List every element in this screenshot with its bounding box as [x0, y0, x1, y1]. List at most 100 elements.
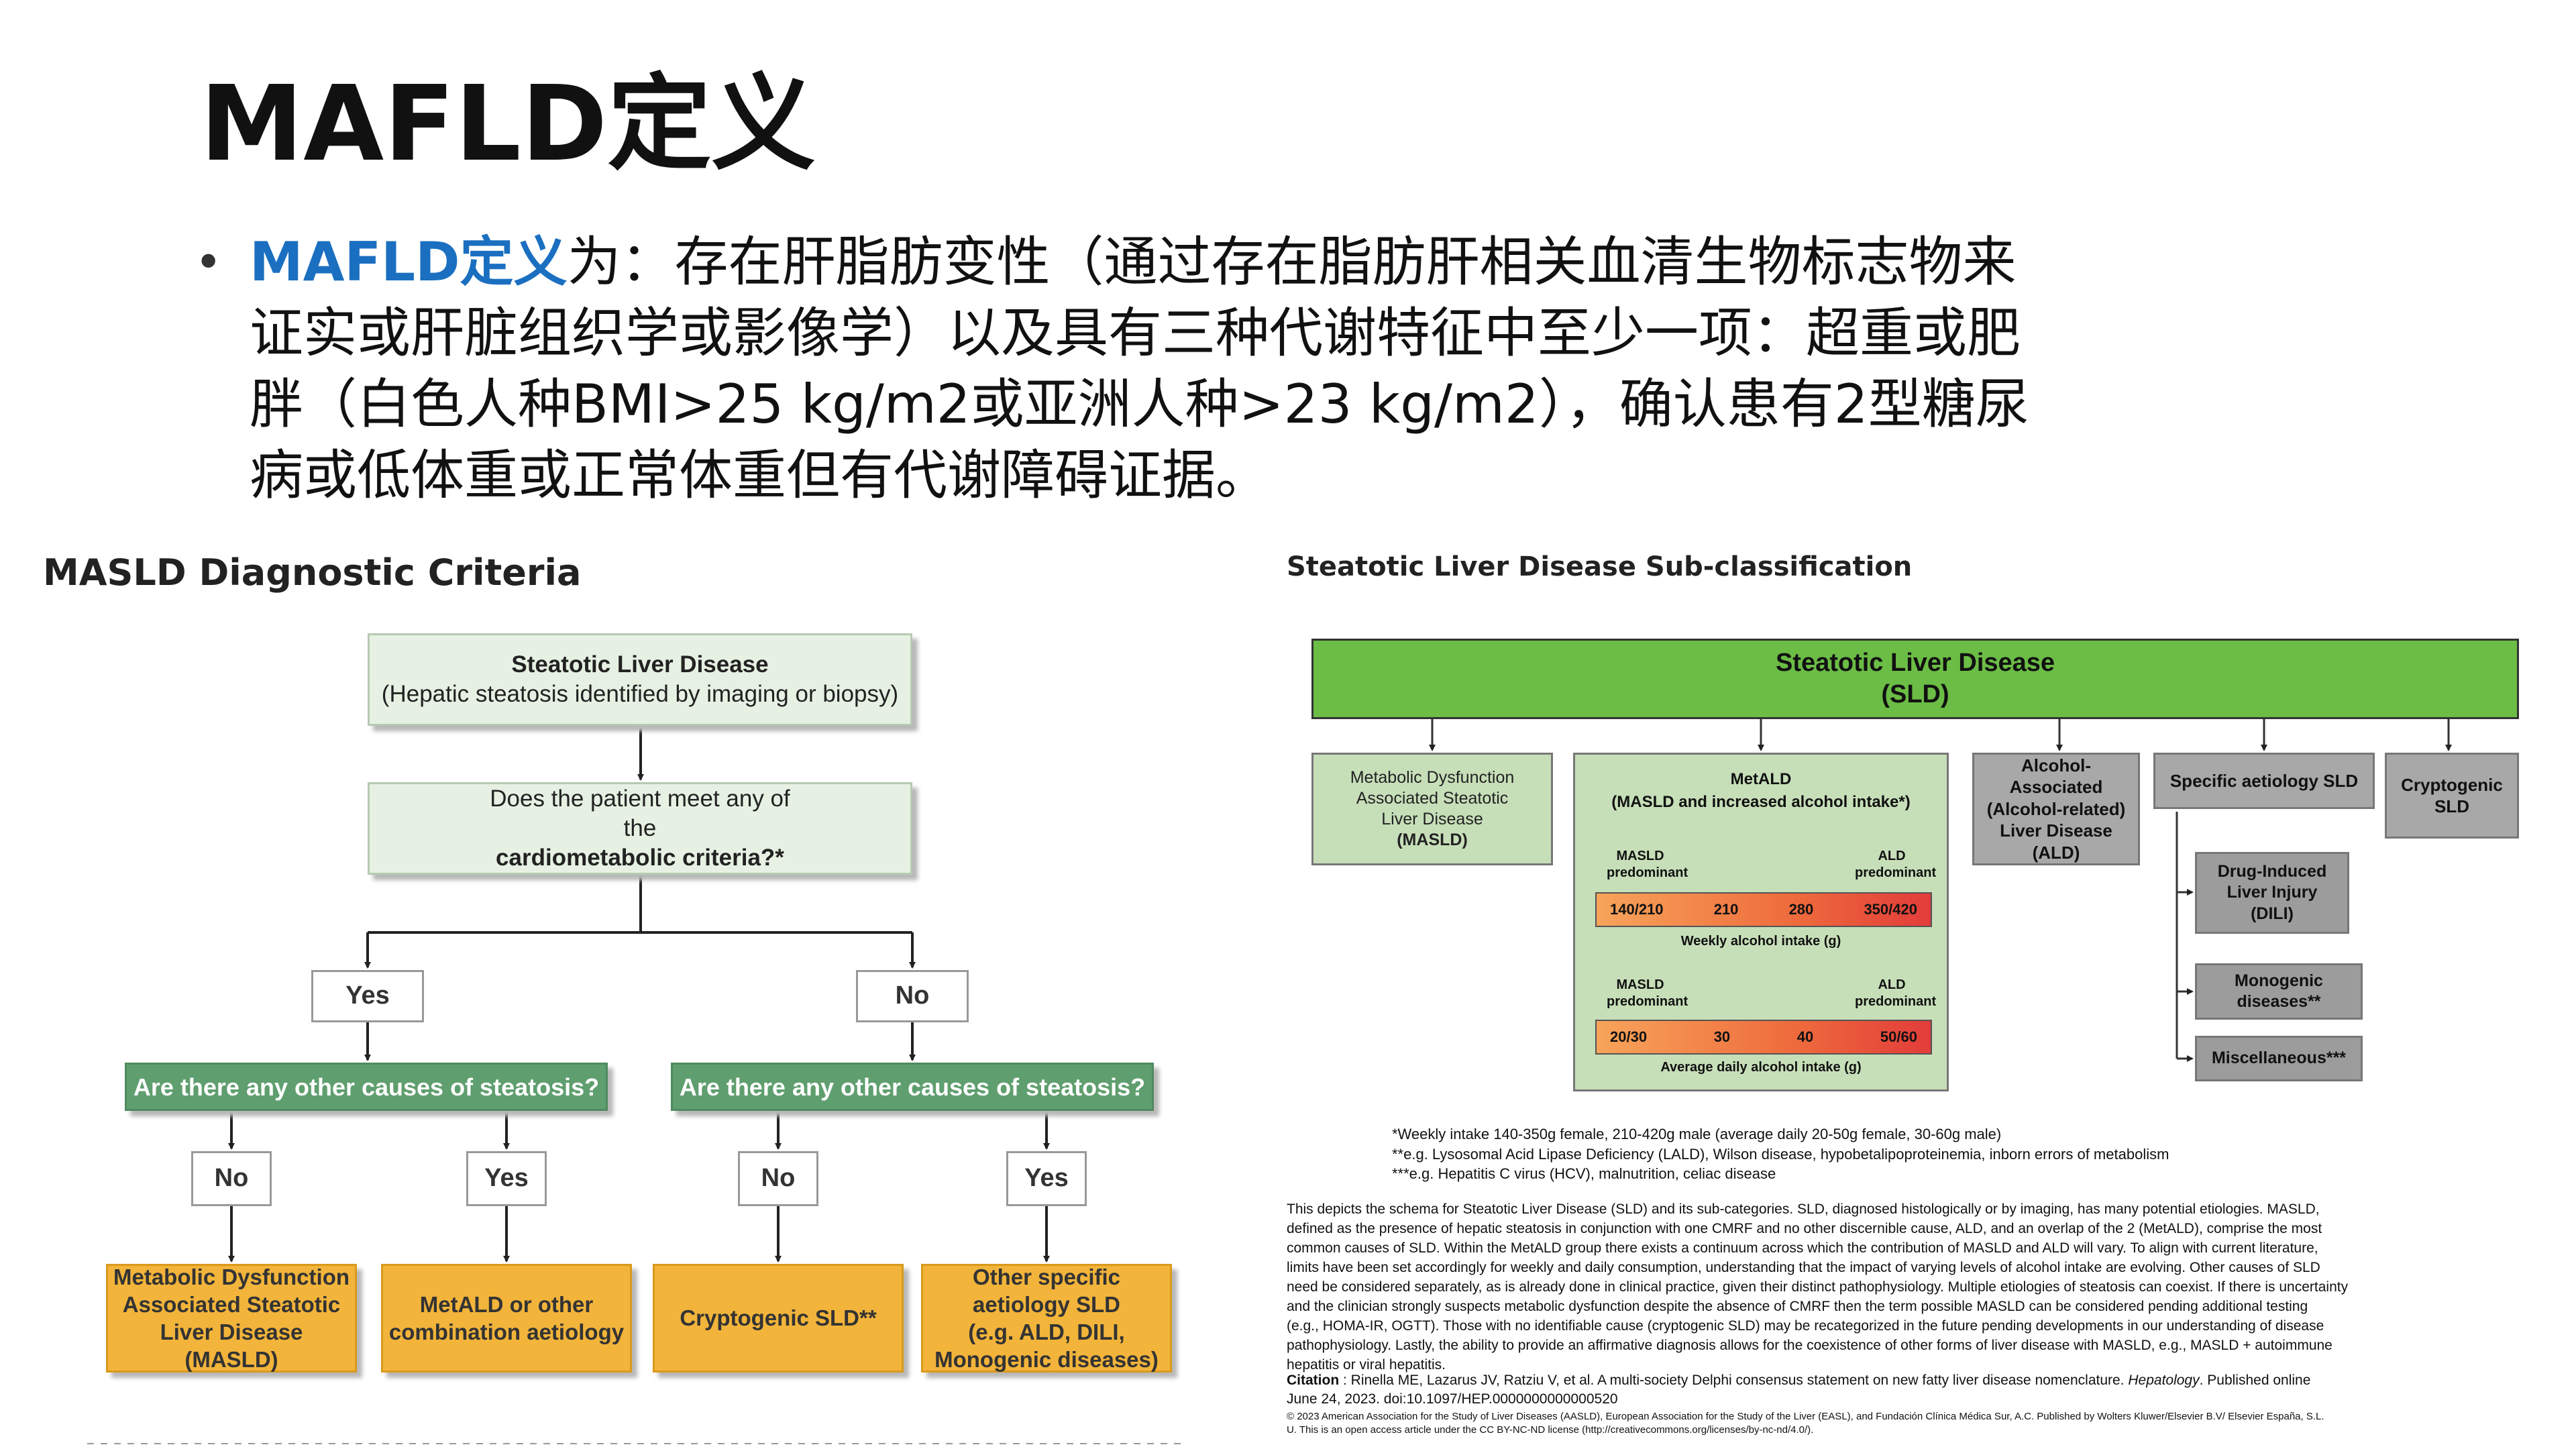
citation-text: : Rinella ME, Lazarus JV, Ratziu V, et a…	[1339, 1373, 2129, 1388]
description-line: defined as the presence of hepatic steat…	[1287, 1221, 2322, 1236]
box-line: Alcohol-	[2021, 755, 2091, 775]
citation-tail: . Published online	[2199, 1373, 2311, 1388]
ald-category-box: Alcohol- Associated (Alcohol-related) Li…	[1972, 753, 2140, 865]
miscellaneous-box: Miscellaneous***	[2195, 1036, 2363, 1081]
cardiometabolic-question-box: Does the patient meet any of the cardiom…	[368, 782, 912, 875]
box-line: (MASLD)	[1397, 830, 1468, 850]
outcome-line: Monogenic diseases)	[934, 1347, 1159, 1373]
box-line: Drug-Induced	[2217, 862, 2327, 881]
box-subtitle: (Hepatic steatosis identified by imaging…	[381, 681, 899, 707]
scale-value: 210	[1713, 901, 1739, 918]
no-label-box: No	[856, 970, 969, 1022]
description-line: limits have been set accordingly for wee…	[1287, 1260, 2320, 1275]
bullet-line-3: 胖（白色人种BMI>25 kg/m2或亚洲人种>23 kg/m2），确认患有2型…	[250, 373, 2029, 435]
citation: Citation : Rinella ME, Lazarus JV, Ratzi…	[1287, 1373, 2310, 1389]
footnote: **e.g. Lysosomal Acid Lipase Deficiency …	[1392, 1145, 2169, 1163]
right-other-causes-question: Are there any other causes of steatosis?	[671, 1063, 1154, 1111]
ald-predominant-label-weekly: ALD predominant	[1855, 848, 1937, 881]
label-line: ALD	[1878, 849, 1906, 863]
left-other-causes-question: Are there any other causes of steatosis?	[125, 1063, 608, 1111]
monogenic-box: Monogenic diseases**	[2195, 963, 2363, 1020]
copyright-notice: © 2023 American Association for the Stud…	[1287, 1410, 2324, 1437]
outcome-line: combination aetiology	[388, 1320, 625, 1344]
ald-predominant-label-daily: ALD predominant	[1855, 977, 1937, 1010]
description-line: This depicts the schema for Steatotic Li…	[1287, 1201, 2320, 1217]
outcome-other-specific-box: Other specific aetiology SLD (e.g. ALD, …	[921, 1264, 1172, 1373]
label-line: predominant	[1607, 865, 1688, 880]
yes-label-box: Yes	[311, 970, 424, 1022]
sub-label-no-1: No	[191, 1151, 272, 1206]
box-line: Specific aetiology SLD	[2169, 770, 2359, 791]
box-line: SLD	[2434, 796, 2469, 816]
copyright-line: U. This is an open access article under …	[1287, 1424, 1814, 1436]
slide-title: MAFLD定义	[200, 63, 816, 184]
scale-value: 40	[1796, 1028, 1814, 1045]
description-line: (e.g., HOMA-IR, OGTT). Those with no ide…	[1287, 1318, 2324, 1334]
label-line: MASLD	[1616, 977, 1664, 992]
scale-value: 350/420	[1864, 901, 1917, 918]
description-line: common causes of SLD. Within the MetALD …	[1287, 1240, 2318, 1256]
footnote: *Weekly intake 140-350g female, 210-420g…	[1392, 1126, 2002, 1142]
outcome-masld-box: Metabolic Dysfunction Associated Steatot…	[106, 1264, 357, 1373]
outcome-line: Cryptogenic SLD**	[680, 1305, 877, 1331]
box-line: Associated	[2009, 777, 2103, 798]
sld-title: Steatotic Liver Disease	[1775, 648, 2055, 677]
bullet-line-2: 证实或肝脏组织学或影像学）以及具有三种代谢特征中至少一项：超重或肥	[250, 302, 2021, 364]
scale-value: 140/210	[1610, 901, 1664, 918]
box-line: Cryptogenic	[2401, 774, 2503, 795]
description-paragraph: This depicts the schema for Steatotic Li…	[1287, 1199, 2348, 1375]
box-line: Associated Steatotic	[1356, 788, 1509, 808]
outcome-line: aetiology SLD	[972, 1291, 1121, 1317]
sld-abbrev: (SLD)	[1881, 680, 1949, 708]
box-title: Steatotic Liver Disease	[511, 651, 769, 678]
box-line: (DILI)	[2251, 904, 2294, 923]
outcome-line: (e.g. ALD, DILI,	[968, 1320, 1125, 1344]
outcome-line: Associated Steatotic	[122, 1291, 341, 1317]
question-line-2-bold: cardiometabolic criteria?*	[496, 844, 784, 871]
question-line-1: Does the patient meet any of	[490, 786, 790, 812]
scale-value: 280	[1788, 901, 1814, 918]
box-line: Liver Disease	[2000, 820, 2112, 841]
outcome-line: MetALD or other	[419, 1291, 594, 1317]
sub-label-no-2: No	[738, 1151, 818, 1206]
steatotic-liver-disease-box: Steatotic Liver Disease (Hepatic steatos…	[368, 633, 912, 726]
outcome-line: (MASLD)	[184, 1347, 278, 1373]
masld-predominant-label-weekly: MASLD predominant	[1607, 848, 1688, 881]
label-line: predominant	[1855, 994, 1937, 1009]
weekly-intake-scale: 140/210 210 280 350/420	[1595, 892, 1932, 927]
box-line: diseases**	[2237, 992, 2321, 1011]
right-figure-title: Steatotic Liver Disease Sub-classificati…	[1287, 551, 1913, 582]
box-line: Monogenic	[2235, 971, 2323, 990]
description-line: pathophysiology. Lastly, the ability to …	[1287, 1338, 2332, 1353]
outcome-cryptogenic-box: Cryptogenic SLD**	[653, 1264, 904, 1373]
label-line: predominant	[1607, 994, 1688, 1009]
citation-line-2: June 24, 2023. doi:10.1097/HEP.000000000…	[1287, 1391, 1618, 1407]
sld-top-bar: Steatotic Liver Disease (SLD)	[1311, 639, 2519, 719]
bullet-dot-icon: •	[195, 235, 223, 290]
metald-subtitle: (MASLD and increased alcohol intake*)	[1611, 793, 1911, 811]
bullet-line-1: 为：存在肝脂肪变性（通过存在脂肪肝相关血清生物标志物来	[567, 231, 2017, 293]
box-line: (Alcohol-related)	[1986, 798, 2126, 819]
bullet-paragraph: • MAFLD定义为：存在肝脂肪变性（通过存在脂肪肝相关血清生物标志物来 证实或…	[195, 227, 2422, 511]
citation-journal: Hepatology	[2128, 1373, 2200, 1388]
box-line: Miscellaneous***	[2211, 1049, 2347, 1068]
metald-title: MetALD	[1730, 770, 1792, 788]
label-line: ALD	[1878, 977, 1906, 992]
footnote: ***e.g. Hepatitis C virus (HCV), malnutr…	[1392, 1165, 1776, 1183]
outcome-line: Other specific	[972, 1264, 1121, 1289]
citation-label: Citation	[1287, 1373, 1340, 1388]
description-line: and the clinician strongly suspects meta…	[1287, 1299, 2308, 1314]
outcome-line: Liver Disease	[160, 1320, 303, 1344]
description-line: hepatitis or viral hepatitis.	[1287, 1357, 1446, 1373]
label-line: predominant	[1855, 865, 1937, 880]
left-figure-title: MASLD Diagnostic Criteria	[43, 551, 582, 594]
daily-intake-caption: Average daily alcohol intake (g)	[1660, 1060, 1862, 1075]
specific-aetiology-box: Specific aetiology SLD	[2153, 753, 2375, 809]
sub-label-yes-2: Yes	[1006, 1151, 1087, 1206]
label-line: MASLD	[1616, 849, 1664, 863]
description-line: need be considered separately, as is alr…	[1287, 1279, 2349, 1295]
masld-predominant-label-daily: MASLD predominant	[1607, 977, 1688, 1010]
cryptogenic-sld-box: Cryptogenic SLD	[2385, 753, 2519, 839]
scale-value: 50/60	[1880, 1028, 1917, 1045]
